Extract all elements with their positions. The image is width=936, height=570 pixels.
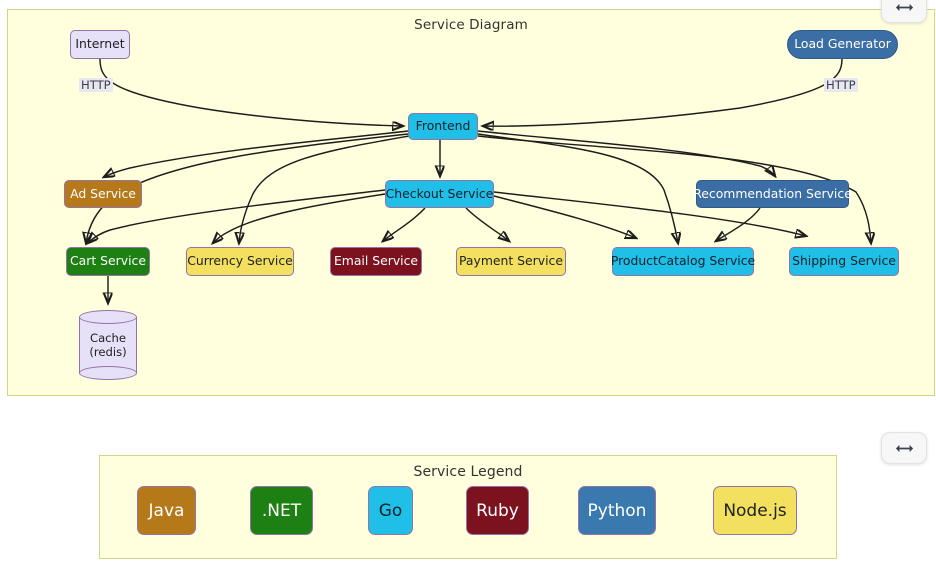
node-label: Checkout Service bbox=[385, 185, 494, 201]
node-label: ProductCatalog Service bbox=[610, 253, 756, 269]
legend-chip-nodejs[interactable]: Node.js bbox=[713, 486, 797, 535]
cache-label: Cache (redis) bbox=[79, 310, 137, 380]
edge-label-http-internet: HTTP bbox=[79, 78, 113, 92]
legend-chip-label: Node.js bbox=[723, 500, 787, 521]
node-label: Load Generator bbox=[794, 36, 891, 52]
node-shipping-service[interactable]: Shipping Service bbox=[789, 247, 899, 276]
node-email-service[interactable]: Email Service bbox=[330, 247, 422, 276]
legend-chip-go[interactable]: Go bbox=[368, 486, 413, 535]
node-label: Recommendation Service bbox=[693, 185, 852, 201]
node-label: Frontend bbox=[415, 118, 471, 134]
legend-chip-label: Go bbox=[378, 500, 403, 521]
node-label: Currency Service bbox=[187, 253, 293, 269]
node-ad-service[interactable]: Ad Service bbox=[64, 180, 142, 208]
resize-legend-button[interactable] bbox=[881, 432, 927, 464]
node-label: Shipping Service bbox=[792, 253, 896, 269]
cylinder-bottom bbox=[79, 366, 137, 380]
legend-chip-ruby[interactable]: Ruby bbox=[466, 486, 529, 535]
node-internet[interactable]: Internet bbox=[70, 30, 130, 59]
legend-chip-label: Ruby bbox=[476, 500, 519, 521]
node-label: Cart Service bbox=[70, 253, 146, 269]
node-label: Payment Service bbox=[459, 253, 563, 269]
edge-label-http-loadgenerator: HTTP bbox=[824, 78, 858, 92]
legend-title: Service Legend bbox=[413, 464, 523, 480]
cylinder-body bbox=[79, 317, 137, 373]
horizontal-resize-icon bbox=[895, 1, 914, 14]
node-label: Email Service bbox=[333, 253, 419, 269]
node-recommendation-service[interactable]: Recommendation Service bbox=[693, 180, 852, 208]
node-label: Ad Service bbox=[70, 185, 136, 201]
node-currency-service[interactable]: Currency Service bbox=[186, 247, 294, 276]
service-legend-panel: Service Legend Java .NET Go Ruby Python … bbox=[99, 455, 837, 559]
horizontal-resize-icon bbox=[895, 442, 914, 455]
legend-chip-label: Java bbox=[148, 500, 185, 521]
legend-chip-dotnet[interactable]: .NET bbox=[250, 486, 313, 535]
cylinder-top bbox=[79, 310, 137, 324]
legend-chip-label: Python bbox=[587, 500, 647, 521]
legend-chip-label: .NET bbox=[261, 500, 302, 521]
legend-chip-python[interactable]: Python bbox=[578, 486, 656, 535]
cache-label-line2: (redis) bbox=[89, 345, 127, 359]
node-frontend[interactable]: Frontend bbox=[408, 113, 478, 140]
resize-diagram-button[interactable] bbox=[881, 0, 927, 23]
node-load-generator[interactable]: Load Generator bbox=[787, 30, 898, 59]
cache-label-line1: Cache bbox=[89, 330, 127, 345]
node-cache-database[interactable]: Cache (redis) bbox=[79, 310, 137, 380]
node-productcatalog-service[interactable]: ProductCatalog Service bbox=[610, 247, 756, 276]
node-label: Internet bbox=[75, 36, 125, 52]
legend-chip-java[interactable]: Java bbox=[137, 486, 196, 535]
node-checkout-service[interactable]: Checkout Service bbox=[385, 180, 494, 208]
node-cart-service[interactable]: Cart Service bbox=[66, 247, 150, 276]
node-payment-service[interactable]: Payment Service bbox=[456, 247, 566, 276]
